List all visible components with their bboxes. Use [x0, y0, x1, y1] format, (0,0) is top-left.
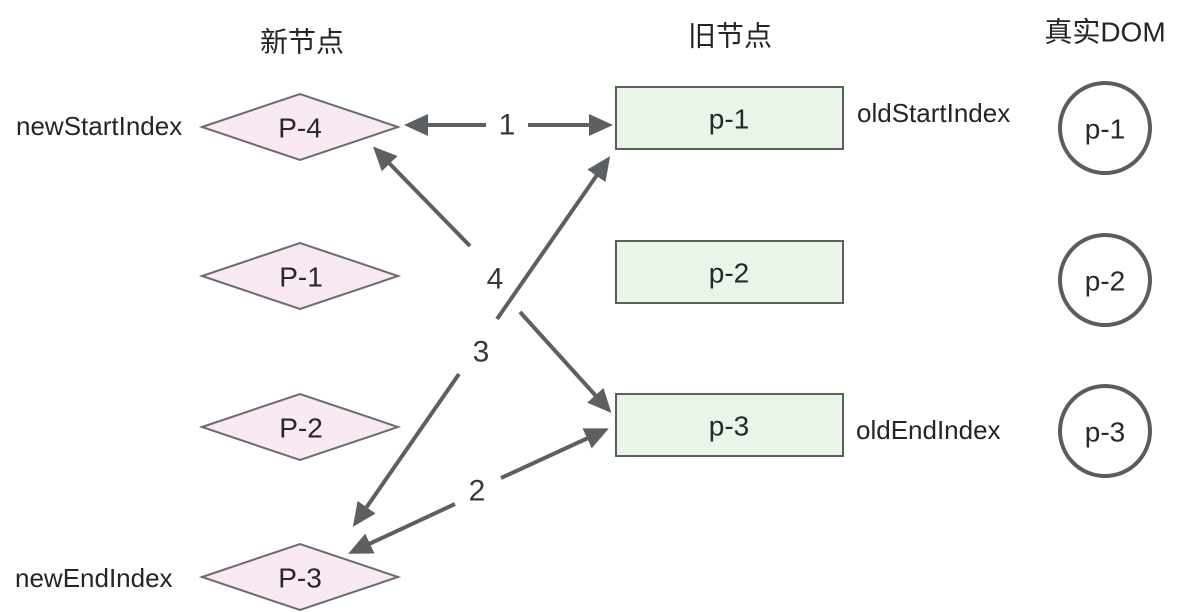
real-dom-p2-label: p-2: [1085, 266, 1125, 297]
old-node-p1-label: p-1: [709, 104, 749, 135]
arrow-2-label: 2: [469, 475, 486, 508]
real-dom-title: 真实DOM: [1044, 17, 1165, 48]
new-end-index-label: newEndIndex: [15, 563, 173, 593]
real-dom-p3: p-3: [1058, 384, 1152, 478]
new-node-p1-label: P-1: [279, 262, 323, 293]
arrow-1-label: 1: [499, 109, 516, 142]
old-node-p3: p-3: [615, 393, 844, 457]
arrow-4-lower-segment: [518, 310, 612, 414]
compare-arrow-2: 2: [348, 428, 609, 554]
old-node-p1: p-1: [615, 86, 844, 150]
rect-shape-p1: [615, 86, 844, 150]
arrow-3-label: 3: [473, 336, 490, 369]
old-end-index-label: oldEndIndex: [856, 415, 1001, 445]
new-start-index-label: newStartIndex: [16, 111, 182, 141]
arrow-3-lower-segment: [352, 372, 461, 527]
diamond-shape-p3: [198, 542, 402, 612]
arrow-4-upper-segment: [372, 146, 472, 248]
new-node-p2-label: P-2: [279, 413, 323, 444]
new-node-p2: P-2: [198, 392, 402, 462]
arrow-2-lower-segment: [348, 502, 456, 554]
new-nodes-title: 新节点: [260, 27, 344, 58]
new-node-p4: P-4: [198, 92, 402, 162]
arrow-3-upper-segment: [495, 156, 611, 321]
new-node-p3-label: P-3: [278, 563, 322, 594]
diamond-shape-p4: [198, 92, 402, 162]
circle-shape-p1: [1058, 81, 1152, 175]
new-node-p1: P-1: [198, 241, 402, 311]
real-dom-p1: p-1: [1058, 81, 1152, 175]
old-node-p2-label: p-2: [709, 258, 749, 289]
old-node-p3-label: p-3: [709, 411, 749, 442]
real-dom-p2: p-2: [1058, 233, 1152, 327]
real-dom-p1-label: p-1: [1085, 114, 1125, 145]
compare-arrow-1: 1: [404, 109, 613, 142]
real-dom-p3-label: p-3: [1085, 417, 1125, 448]
old-nodes-title: 旧节点: [688, 21, 772, 52]
old-start-index-label: oldStartIndex: [857, 98, 1010, 128]
rect-shape-p2: [615, 240, 844, 304]
circle-shape-p2: [1058, 233, 1152, 327]
new-node-p3: P-3: [198, 542, 402, 612]
new-node-p4-label: P-4: [278, 113, 322, 144]
circle-shape-p3: [1058, 384, 1152, 478]
compare-arrow-4: 4: [372, 146, 612, 414]
old-node-p2: p-2: [615, 240, 844, 304]
arrow-4-label: 4: [487, 263, 504, 296]
compare-arrow-3: 3: [352, 156, 611, 527]
arrow-2-upper-segment: [500, 428, 609, 480]
diamond-shape-p1: [198, 241, 402, 311]
diamond-shape-p2: [198, 392, 402, 462]
rect-shape-p3: [615, 393, 844, 457]
